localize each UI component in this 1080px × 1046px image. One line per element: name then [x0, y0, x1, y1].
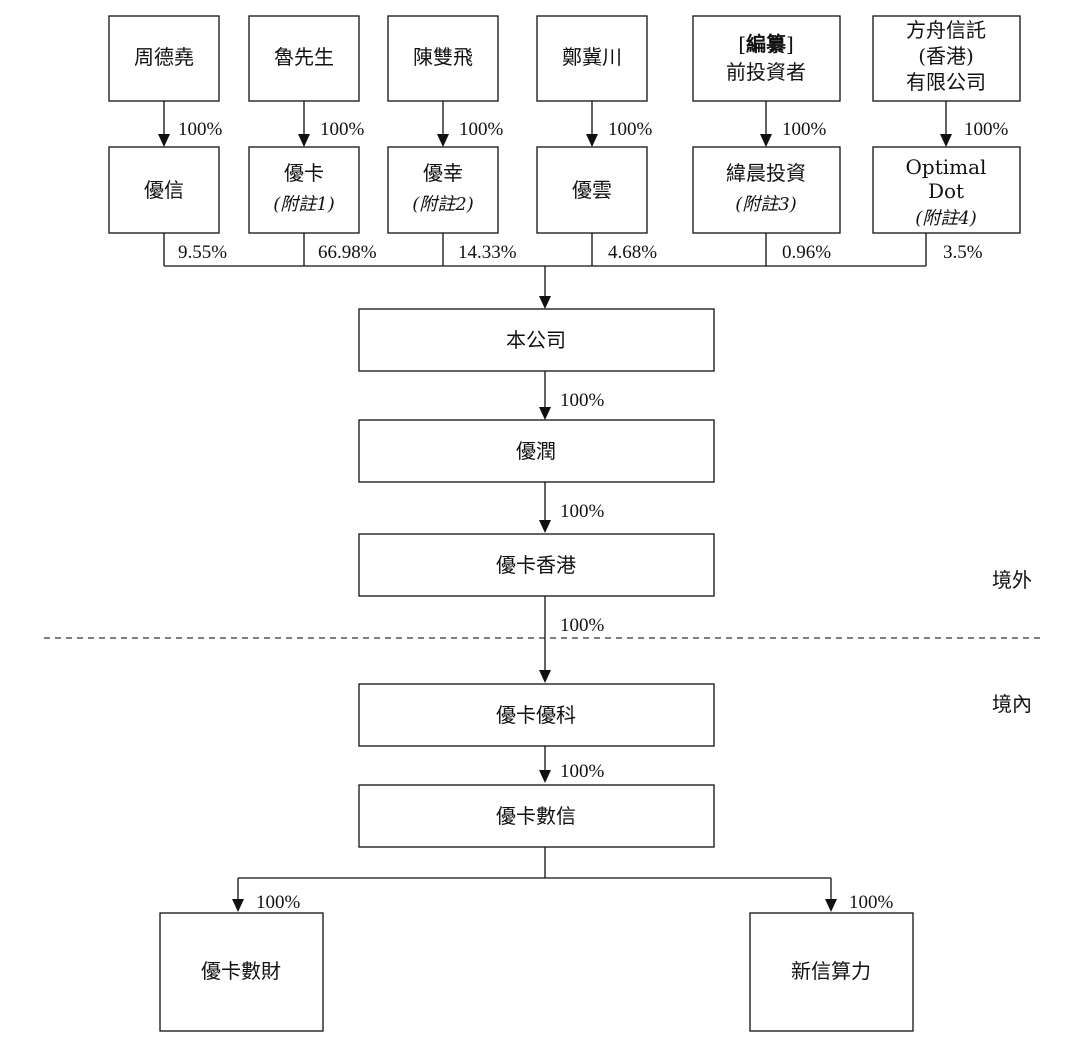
chain-pct-4: 100%	[560, 761, 605, 782]
holding-box-6	[872, 146, 1021, 234]
shareholder-name-4: 鄭冀川	[562, 45, 622, 69]
holding-name-4: 優雲	[572, 178, 612, 202]
shareholder-box-5	[692, 15, 841, 102]
holding-name-5: 緯晨投資	[726, 161, 806, 185]
shareholder-box-3	[387, 15, 499, 102]
holding-name-1: 優信	[144, 178, 184, 202]
chain-pct-2: 100%	[560, 501, 605, 522]
top-pct-2: 100%	[320, 119, 365, 140]
holding-note-5: (附註3)	[735, 194, 797, 215]
shareholder-name-1: 周德堯	[134, 45, 194, 69]
top-pct-5: 100%	[782, 119, 827, 140]
top-pct-1: 100%	[178, 119, 223, 140]
shareholder-box-1	[108, 15, 220, 102]
subsidiary-pct-2: 100%	[849, 892, 894, 913]
subsidiary-pct-1: 100%	[256, 892, 301, 913]
holding-note-2: (附註1)	[273, 194, 335, 215]
shareholder-name-6-line2: (香港)	[918, 44, 974, 68]
arrow-row1-3	[437, 101, 449, 147]
shareholder-name-6-line3: 有限公司	[906, 70, 986, 94]
subsidiary-name-1: 優卡數財	[201, 959, 281, 983]
holding-name-6-line1: Optimal	[906, 155, 987, 179]
subsidiary-name-2: 新信算力	[791, 959, 871, 983]
chain-box-3	[358, 533, 715, 597]
holding-box-1	[108, 146, 220, 234]
chain-box-2	[358, 419, 715, 483]
arrow-row1-5	[760, 101, 772, 147]
shareholder-box-6	[872, 15, 1021, 102]
shareholder-name-3: 陳雙飛	[413, 45, 473, 69]
bottom-pct-6: 3.5%	[943, 242, 983, 263]
arrow-chain-4	[539, 746, 551, 783]
bottom-pct-3: 14.33%	[458, 242, 517, 263]
region-onshore-label: 境內	[992, 692, 1032, 716]
split-connector	[232, 847, 837, 912]
chain-name-4: 優卡優科	[496, 703, 576, 727]
shareholder-name-5-line1: [編纂]	[738, 32, 794, 56]
bottom-pct-5: 0.96%	[782, 242, 831, 263]
holding-note-6: (附註4)	[915, 208, 977, 229]
region-offshore-label: 境外	[992, 568, 1032, 592]
shareholder-name-6-line1: 方舟信託	[906, 18, 986, 42]
chain-box-1	[358, 308, 715, 372]
top-pct-6: 100%	[964, 119, 1009, 140]
holding-note-3: (附註2)	[412, 194, 474, 215]
arrow-chain-2	[539, 482, 551, 533]
arrow-chain-3	[539, 596, 551, 683]
top-pct-4: 100%	[608, 119, 653, 140]
holding-box-4	[536, 146, 648, 234]
shareholder-box-2	[248, 15, 360, 102]
holding-box-5	[692, 146, 841, 234]
holding-name-6-line2: Dot	[928, 179, 964, 203]
chain-name-3: 優卡香港	[496, 553, 576, 577]
shareholder-name-5-line2: 前投資者	[726, 60, 806, 84]
bottom-pct-1: 9.55%	[178, 242, 227, 263]
arrow-row1-4	[586, 101, 598, 147]
holding-name-2: 優卡	[284, 161, 324, 185]
chain-pct-3: 100%	[560, 615, 605, 636]
arrow-chain-1	[539, 371, 551, 420]
chain-name-1: 本公司	[506, 328, 566, 352]
chain-pct-1: 100%	[560, 390, 605, 411]
merge-connector	[163, 233, 927, 309]
chain-name-2: 優潤	[516, 439, 556, 463]
shareholder-name-2: 魯先生	[274, 45, 334, 69]
holding-name-3: 優幸	[423, 161, 463, 185]
holding-box-2	[248, 146, 360, 234]
arrow-row1-2	[298, 101, 310, 147]
bottom-pct-2: 66.98%	[318, 242, 377, 263]
chain-box-5	[358, 784, 715, 848]
holding-box-3	[387, 146, 499, 234]
shareholder-box-4	[536, 15, 648, 102]
bottom-pct-4: 4.68%	[608, 242, 657, 263]
top-pct-3: 100%	[459, 119, 504, 140]
chain-name-5: 優卡數信	[496, 804, 576, 828]
arrow-row1-1	[158, 101, 170, 147]
subsidiary-box-1	[159, 912, 324, 1032]
arrow-row1-6	[940, 101, 952, 147]
subsidiary-box-2	[749, 912, 914, 1032]
chain-box-4	[358, 683, 715, 747]
chain-pct-3-bg	[556, 612, 618, 636]
